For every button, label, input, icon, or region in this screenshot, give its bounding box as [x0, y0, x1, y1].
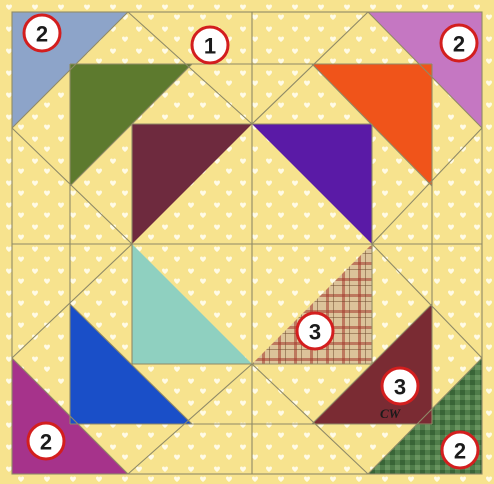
badge-top-right-corner: 2: [441, 25, 477, 61]
svg-text:3: 3: [394, 375, 406, 400]
svg-text:2: 2: [454, 439, 466, 464]
svg-text:2: 2: [40, 430, 52, 455]
badge-bottom-left-corner: 2: [28, 423, 64, 459]
badge-bottom-right-corner: 2: [442, 432, 478, 468]
badge-bottom-right-rust: 3: [382, 368, 418, 404]
svg-text:1: 1: [204, 34, 216, 59]
badge-top-center: 1: [192, 27, 228, 63]
svg-text:3: 3: [309, 320, 321, 345]
badge-center-plaid: 3: [297, 313, 333, 349]
badge-top-left-corner: 2: [24, 15, 60, 51]
svg-text:2: 2: [453, 32, 465, 57]
signature: CW: [380, 406, 402, 421]
svg-text:2: 2: [36, 22, 48, 47]
